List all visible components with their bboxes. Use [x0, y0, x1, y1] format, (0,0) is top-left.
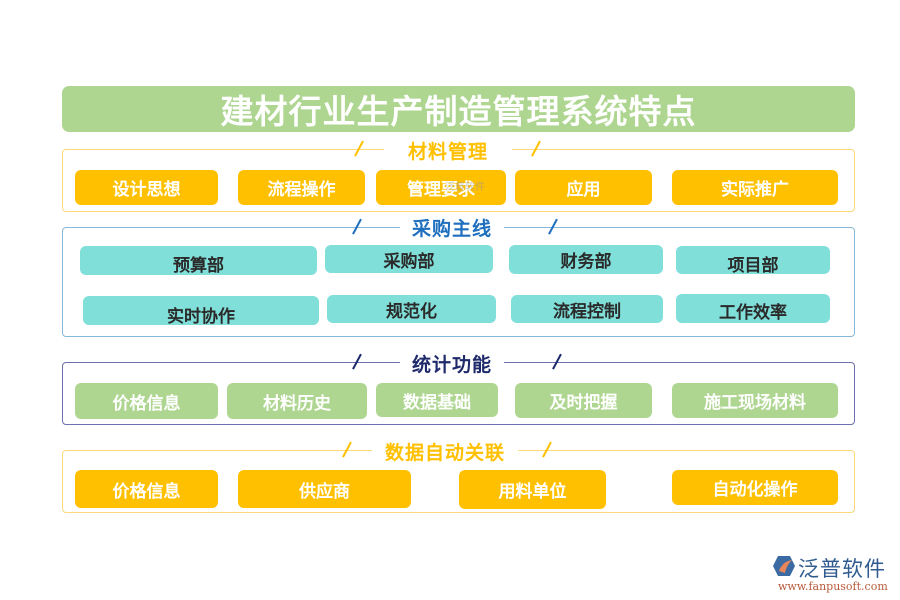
dept-purchasing[interactable]: 采购部 [325, 245, 493, 273]
section-heading: 统计功能 [400, 351, 504, 376]
title-bar: 建材行业生产制造管理系统特点 [62, 86, 855, 132]
feature-process-operation[interactable]: 流程操作 [238, 170, 365, 205]
stat-material-history[interactable]: 材料历史 [227, 383, 367, 419]
benefit-standardization[interactable]: 规范化 [327, 295, 496, 323]
assoc-automation[interactable]: 自动化操作 [672, 470, 838, 505]
stat-price-info[interactable]: 价格信息 [75, 383, 218, 419]
assoc-material-unit[interactable]: 用料单位 [459, 470, 606, 509]
heading-line-left [300, 149, 384, 150]
assoc-supplier[interactable]: 供应商 [238, 470, 411, 508]
heading-line-left [300, 450, 366, 451]
feature-management-requirements[interactable]: 管理要求 [376, 170, 506, 205]
logo-name: 泛普软件 [798, 557, 886, 581]
benefit-realtime-collaboration[interactable]: 实时协作 [83, 296, 319, 327]
heading-line-right [524, 227, 584, 228]
feature-application[interactable]: 应用 [515, 170, 652, 205]
heading-line-left [340, 227, 384, 228]
page-title: 建材行业生产制造管理系统特点 [220, 92, 697, 131]
dept-project[interactable]: 项目部 [676, 246, 830, 276]
feature-design-concept[interactable]: 设计思想 [75, 170, 218, 205]
section-heading: 材料管理 [384, 138, 512, 163]
benefit-process-control[interactable]: 流程控制 [511, 295, 663, 323]
stat-data-foundation[interactable]: 数据基础 [376, 383, 498, 417]
benefit-work-efficiency[interactable]: 工作效率 [676, 294, 830, 323]
feature-promotion[interactable]: 实际推广 [672, 170, 838, 205]
fanpu-logo-icon [773, 556, 795, 576]
heading-line-left [340, 362, 384, 363]
heading-line-right [520, 149, 580, 150]
section-heading: 采购主线 [400, 215, 504, 240]
stat-timely-grasp[interactable]: 及时把握 [515, 383, 652, 418]
logo-url: www.fanpusoft.com [778, 580, 888, 593]
stat-site-materials[interactable]: 施工现场材料 [672, 383, 838, 418]
heading-line-right [525, 450, 580, 451]
assoc-price-info[interactable]: 价格信息 [75, 470, 218, 508]
section-heading: 数据自动关联 [372, 439, 518, 464]
dept-finance[interactable]: 财务部 [509, 245, 663, 274]
dept-budget[interactable]: 预算部 [80, 246, 317, 276]
